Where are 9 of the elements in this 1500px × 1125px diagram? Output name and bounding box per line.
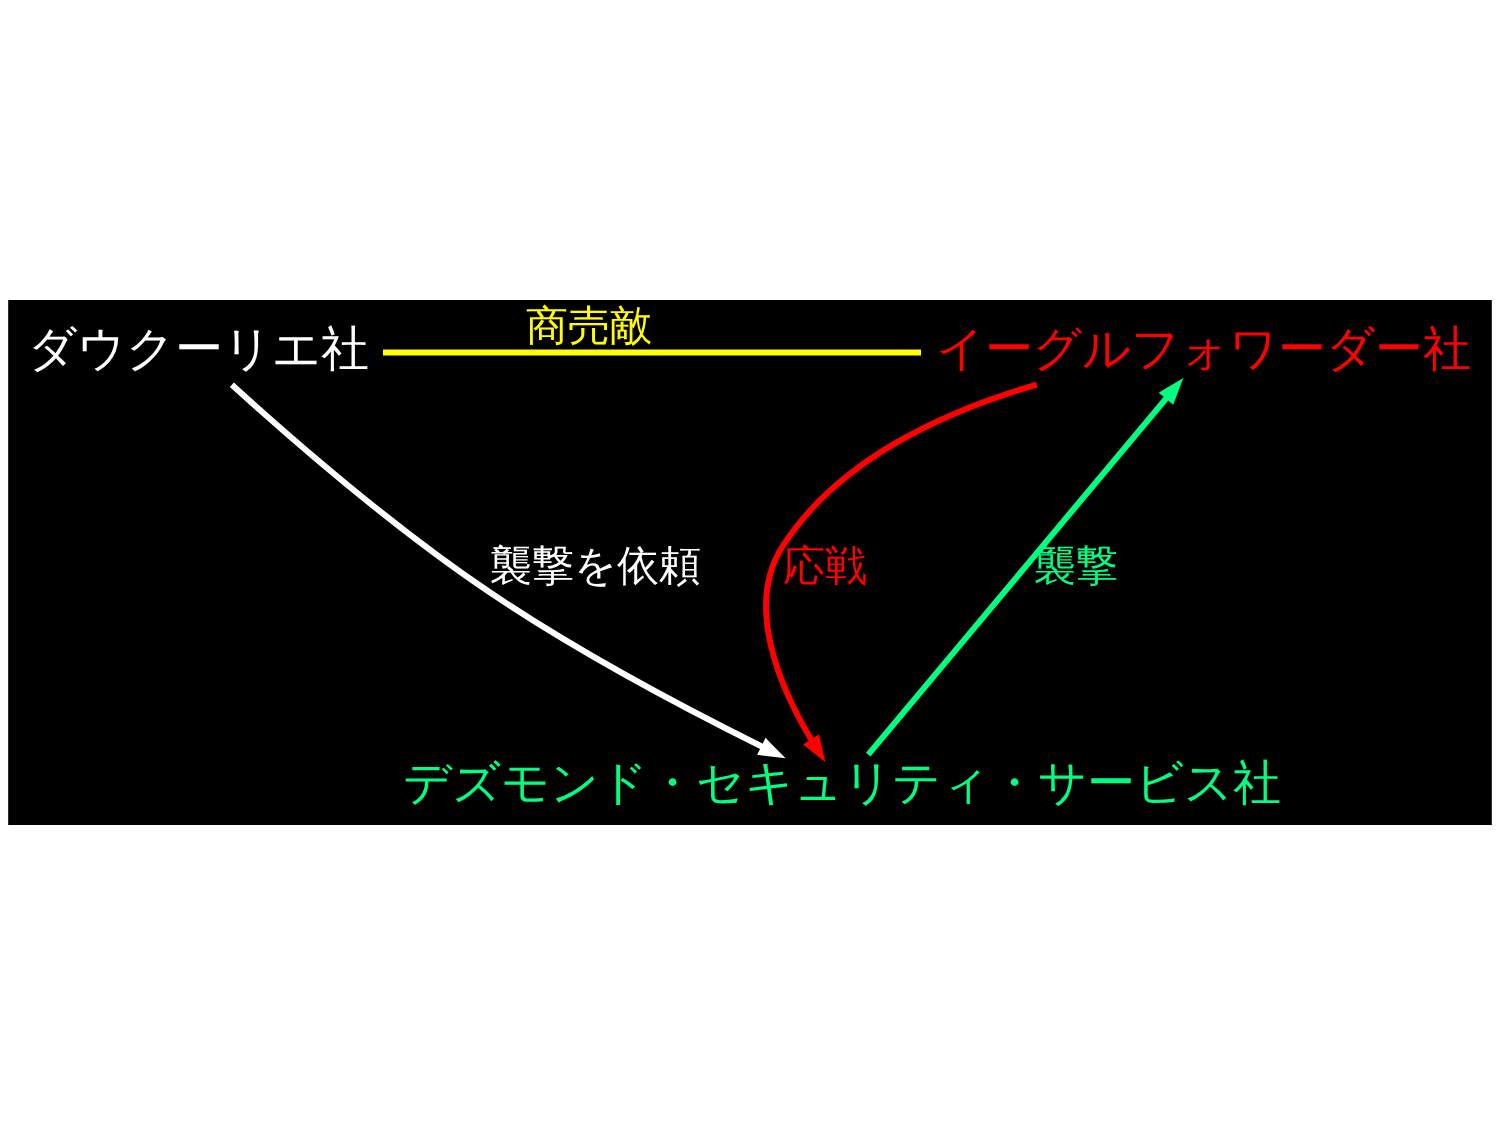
edge-label: 商売敵 (526, 300, 653, 350)
arrow (865, 377, 1184, 757)
arrow (763, 381, 1038, 763)
node-text: イーグルフォワーダー社 (935, 320, 1471, 376)
edge-label: 襲撃を依頼 (489, 540, 701, 590)
arrow (229, 382, 786, 759)
node-text: ダウクーリエ社 (27, 320, 369, 376)
node-text: デズモンド・セキュリティ・サービス社 (403, 754, 1282, 810)
edge-label: 応戦 (782, 540, 867, 590)
